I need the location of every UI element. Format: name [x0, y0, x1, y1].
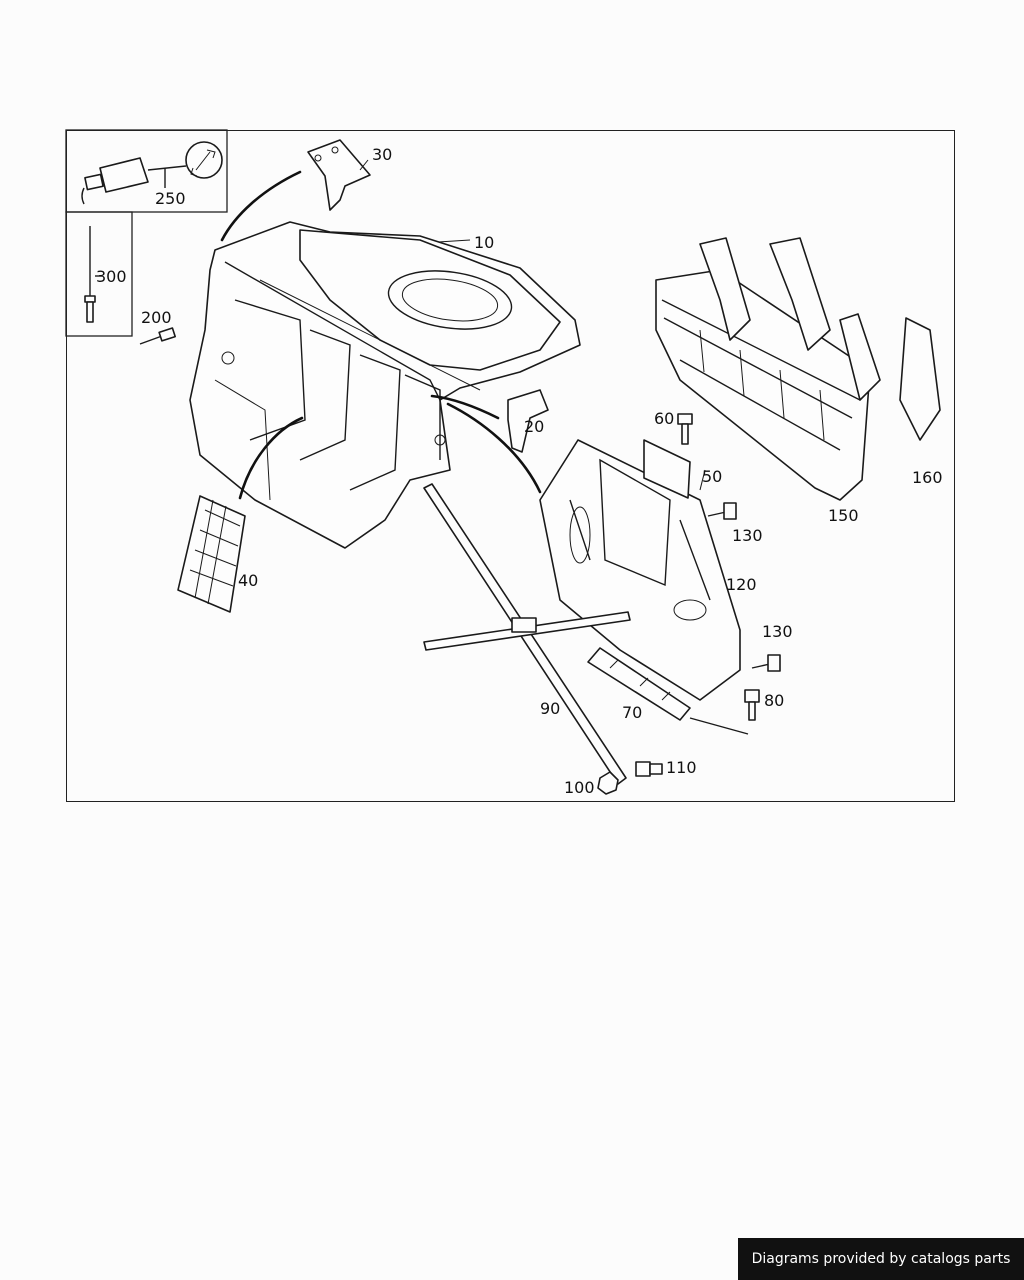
- footer-credit: Diagrams provided by catalogs parts: [738, 1238, 1024, 1280]
- callout-110: 110: [666, 758, 697, 777]
- grille-panel-40: [177, 495, 246, 613]
- callout-90: 90: [540, 699, 560, 718]
- bolt-130-lower: [751, 654, 781, 672]
- callout-250: 250: [155, 189, 186, 208]
- rear-panel-assembly: [189, 221, 581, 549]
- sealant-tube-icon: [81, 141, 223, 205]
- callout-10: 10: [474, 233, 494, 252]
- bolt-60: [677, 413, 693, 445]
- callout-100: 100: [564, 778, 595, 797]
- inset-boxes: [65, 129, 228, 337]
- strip-70: [587, 647, 749, 735]
- callout-160: 160: [912, 468, 943, 487]
- callout-20: 20: [524, 417, 544, 436]
- crossmember-150: [655, 269, 871, 501]
- bracket-30: [307, 139, 371, 211]
- pin-icon: [139, 327, 177, 345]
- callout-labels: 10 20 30 40 50 60 70 80 90 100 110 120 1…: [96, 145, 943, 797]
- bolt-130-upper: [707, 502, 737, 520]
- bolt-80: [744, 689, 760, 721]
- callout-50: 50: [702, 467, 722, 486]
- nut-100: [597, 771, 619, 795]
- rivet-icon: [84, 226, 102, 323]
- callout-40: 40: [238, 571, 258, 590]
- side-panel-120: [539, 439, 741, 701]
- callout-200: 200: [141, 308, 172, 327]
- callout-60: 60: [654, 409, 674, 428]
- callout-70: 70: [622, 703, 642, 722]
- callout-80: 80: [764, 691, 784, 710]
- callout-300: 300: [96, 267, 127, 286]
- arrows: [220, 170, 542, 500]
- parts-diagram: 10 20 30 40 50 60 70 80 90 100 110 120 1…: [65, 129, 943, 797]
- callout-120: 120: [726, 575, 757, 594]
- callout-150: 150: [828, 506, 859, 525]
- uprights-160: [699, 237, 941, 441]
- callout-30: 30: [372, 145, 392, 164]
- bracket-20: [507, 389, 549, 453]
- bolt-110: [635, 761, 663, 777]
- leader-lines: [359, 159, 706, 491]
- callout-130-lower: 130: [762, 622, 793, 641]
- rod-90: [423, 483, 631, 785]
- plate-50: [643, 439, 691, 499]
- callout-130-upper: 130: [732, 526, 763, 545]
